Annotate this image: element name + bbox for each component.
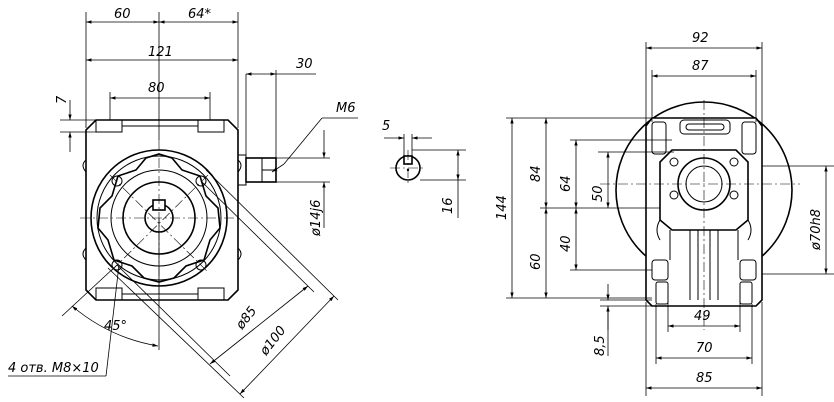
dim-40: 40 [559,235,574,252]
dim-70: 70 [696,341,713,356]
shaft-section: 5 16 [382,119,466,218]
dim-8-5: 8,5 [593,335,608,356]
dim-5: 5 [382,119,390,134]
dim-144: 144 [495,195,510,220]
side-view [600,100,800,330]
label-holes: 4 отв. M8×10 [8,361,99,376]
dim-64-right: 64 [559,175,574,192]
dim-7: 7 [55,95,70,104]
dim-m6: M6 [336,101,356,116]
dim-50: 50 [591,185,606,202]
dim-14j6: ø14j6 [309,200,324,237]
front-view-dimensions: 60 64* 121 80 30 7 M6 ø14j6 [8,7,358,399]
dim-92: 92 [692,31,709,46]
side-view-dimensions: 92 87 144 84 60 64 40 50 [495,31,834,396]
dim-121: 121 [148,45,173,60]
dim-85: ø85 [233,304,261,333]
dim-70h8: ø70h8 [809,209,824,251]
dim-84: 84 [529,165,544,182]
dim-30: 30 [296,57,313,72]
dim-64: 64* [188,7,212,22]
dim-60-right: 60 [529,253,544,270]
dim-60: 60 [114,7,131,22]
dim-80: 80 [148,81,165,96]
dim-45: 45° [104,319,127,334]
dim-100: ø100 [257,323,290,359]
dim-85-right: 85 [696,371,713,386]
dim-49: 49 [694,309,711,324]
dim-16: 16 [441,197,456,214]
dim-87: 87 [692,59,709,74]
